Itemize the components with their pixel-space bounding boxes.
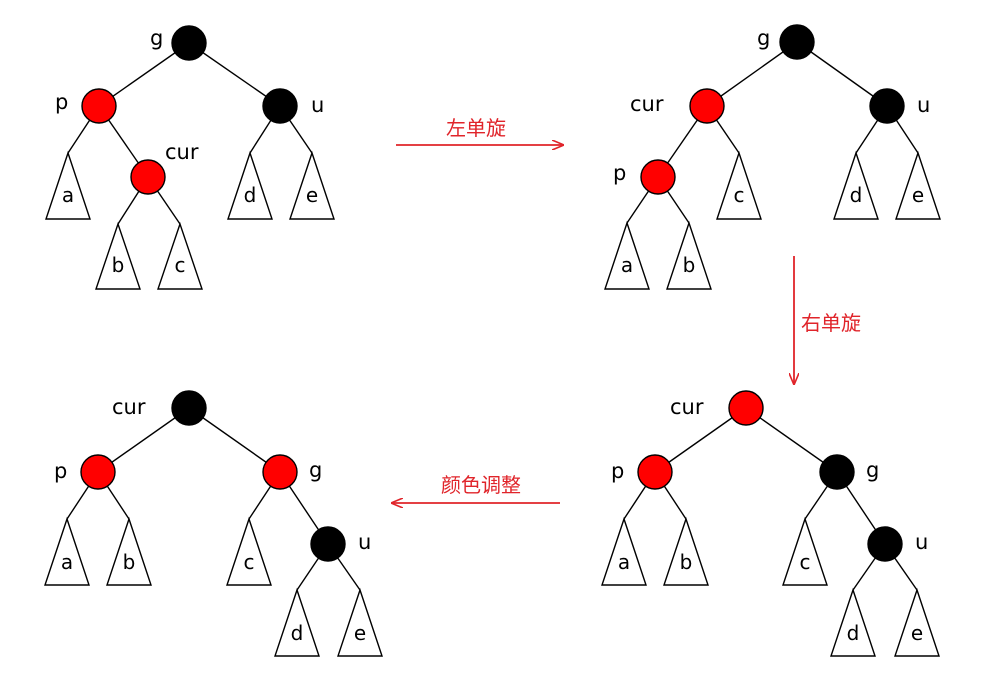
node-circle — [310, 526, 346, 562]
tree-edges — [626, 41, 919, 224]
node-label: cur — [630, 92, 664, 116]
subtree-label: e — [306, 183, 318, 207]
subtree-triangle — [274, 587, 320, 657]
subtrees — [604, 150, 941, 290]
edge — [706, 41, 798, 107]
node-label: u — [917, 93, 930, 117]
tree-edges — [66, 407, 361, 591]
node-label: u — [311, 93, 324, 117]
subtree-triangle — [894, 587, 940, 657]
node-label: p — [55, 90, 68, 114]
tree-edges — [623, 407, 918, 591]
subtree-triangle — [289, 150, 335, 220]
subtree-triangle — [663, 516, 709, 586]
node-label: g — [150, 26, 163, 50]
tree-initial: a b c d e g p u cur — [45, 25, 335, 290]
node-label: u — [915, 530, 928, 554]
subtree-label: a — [62, 183, 74, 207]
subtree-label: b — [112, 253, 125, 277]
node-circle — [262, 454, 298, 490]
subtree-triangle — [45, 150, 91, 220]
subtree-label: e — [911, 621, 923, 645]
subtree-label: a — [621, 253, 633, 277]
edge — [97, 407, 190, 473]
node-label: p — [611, 459, 624, 483]
operation-label: 右单旋 — [801, 311, 861, 335]
node-circle — [819, 454, 855, 490]
edge — [796, 41, 888, 107]
node-label: cur — [112, 395, 146, 419]
node-circle — [637, 454, 673, 490]
node-circle — [867, 526, 903, 562]
subtree-label: d — [291, 621, 304, 645]
tree-after-right-rotation: a b c d e cur p g u — [601, 390, 940, 657]
node-label: g — [309, 458, 322, 482]
subtree-label: b — [683, 253, 696, 277]
subtree-triangle — [226, 516, 272, 586]
arrow-recolor: 颜色调整 — [392, 473, 560, 503]
arrow-left-rotation: 左单旋 — [396, 116, 563, 145]
tree-edges — [67, 42, 313, 225]
node-label: p — [613, 161, 626, 185]
node-label: cur — [670, 395, 704, 419]
subtree-label: a — [61, 550, 73, 574]
subtree-label: c — [244, 550, 255, 574]
subtree-triangle — [227, 150, 273, 220]
subtree-triangle — [895, 150, 941, 220]
node-label: p — [54, 459, 67, 483]
subtree-triangle — [337, 587, 383, 657]
edge — [188, 42, 281, 107]
node-label: cur — [165, 140, 199, 164]
subtree-label: c — [734, 183, 745, 207]
tree-after-left-rotation: a b c d e g cur u p — [604, 24, 941, 290]
node-circle — [869, 88, 905, 124]
node-circle — [640, 159, 676, 195]
subtree-label: a — [618, 550, 630, 574]
edge — [188, 407, 281, 473]
subtree-triangle — [666, 220, 712, 290]
subtrees — [44, 516, 383, 657]
node-circle — [81, 88, 117, 124]
node-label: g — [866, 458, 879, 482]
subtree-triangle — [604, 220, 650, 290]
node-circle — [80, 454, 116, 490]
subtree-label: d — [850, 183, 863, 207]
node-circle — [262, 88, 298, 124]
subtree-triangle — [833, 150, 879, 220]
subtree-label: e — [354, 621, 366, 645]
subtree-triangle — [782, 516, 828, 586]
node-circle — [689, 88, 725, 124]
subtrees — [601, 516, 940, 657]
operation-label: 颜色调整 — [441, 473, 521, 497]
subtree-label: d — [244, 183, 257, 207]
edge — [654, 407, 747, 473]
subtree-label: d — [847, 621, 860, 645]
subtree-label: e — [912, 183, 924, 207]
subtrees — [45, 150, 335, 290]
operation-label: 左单旋 — [446, 116, 506, 140]
subtree-triangle — [157, 221, 203, 290]
subtree-triangle — [95, 221, 141, 290]
subtree-label: c — [800, 550, 811, 574]
node-label: g — [757, 26, 770, 50]
tree-after-recolor: a b c d e cur p g u — [44, 390, 383, 657]
subtree-label: b — [123, 550, 136, 574]
subtree-triangle — [44, 516, 90, 586]
subtree-triangle — [830, 587, 876, 657]
node-circle — [130, 159, 166, 195]
node-circle — [171, 25, 207, 61]
subtree-label: b — [680, 550, 693, 574]
subtree-triangle — [716, 150, 762, 220]
node-circle — [779, 24, 815, 60]
edge — [98, 42, 190, 107]
subtree-triangle — [601, 516, 647, 586]
node-circle — [728, 390, 764, 426]
node-label: u — [358, 530, 371, 554]
node-circle — [171, 390, 207, 426]
edge — [745, 407, 838, 473]
arrow-right-rotation: 右单旋 — [794, 256, 861, 384]
subtree-triangle — [106, 516, 152, 586]
subtree-label: c — [175, 253, 186, 277]
